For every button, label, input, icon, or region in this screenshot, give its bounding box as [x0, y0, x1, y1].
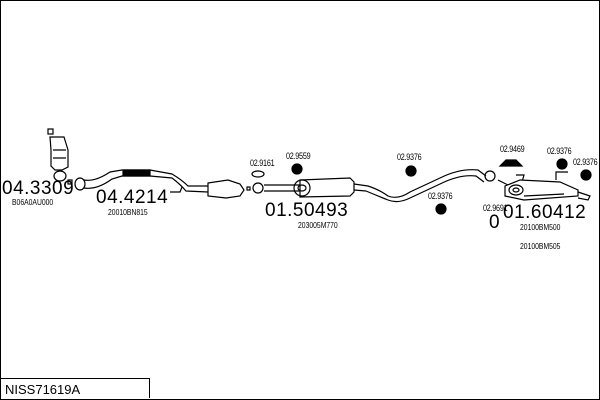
rubber-hanger-icon: [580, 169, 592, 181]
gasket-icon: [251, 170, 265, 178]
rear-muffler-part: [497, 171, 591, 201]
part-number[interactable]: 04.3309: [2, 178, 75, 199]
part-reference: 203005M770: [298, 221, 338, 230]
diagram-code-box: NISS71619A: [0, 378, 150, 398]
part-number[interactable]: 04.4214: [96, 187, 169, 208]
rubber-hanger-icon: [556, 158, 568, 170]
small-part-number[interactable]: 02.9376: [573, 157, 598, 167]
middle-muffler-part: [252, 169, 496, 203]
part-reference: 20010BN815: [108, 208, 148, 217]
small-part-number[interactable]: 02.9559: [286, 151, 311, 161]
small-part-number[interactable]: 02.9376: [547, 146, 572, 156]
small-part-number[interactable]: 02.9376: [428, 191, 453, 201]
part-number[interactable]: 01.60412: [503, 202, 587, 223]
part-number[interactable]: 01.50493: [265, 200, 349, 221]
part-reference: 20100BM505: [520, 242, 561, 251]
front-catalyst-part: [47, 128, 73, 185]
part-reference: 20100BM500: [520, 223, 561, 232]
front-pipe-part: [74, 169, 251, 199]
small-part-number[interactable]: 02.9691: [483, 203, 508, 213]
hanger-icons: [251, 158, 592, 215]
part-reference: B06A0AU000: [12, 198, 54, 207]
small-part-number[interactable]: 02.9376: [397, 152, 422, 162]
small-part-number[interactable]: 02.9469: [500, 144, 525, 154]
diagram-code: NISS71619A: [5, 382, 81, 397]
rubber-hanger-icon: [291, 163, 303, 175]
bracket-icon: [498, 159, 524, 167]
extra-mark: 0: [489, 212, 501, 233]
rubber-hanger-icon: [405, 165, 417, 177]
small-part-number[interactable]: 02.9161: [250, 158, 275, 168]
rubber-hanger-icon: [435, 203, 447, 215]
